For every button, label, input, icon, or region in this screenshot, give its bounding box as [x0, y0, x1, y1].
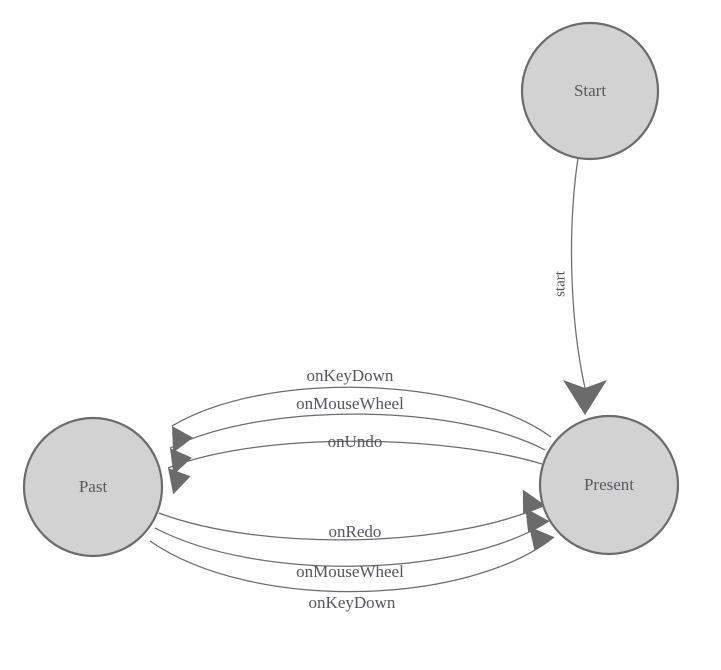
arrowhead-icon — [563, 380, 585, 415]
node-present[interactable]: Present — [538, 414, 680, 556]
arrowhead-icon — [529, 526, 554, 552]
arrowhead-icon — [170, 448, 192, 475]
edge-path — [167, 440, 543, 469]
edge-present-to-past-onmousewheel[interactable] — [161, 413, 546, 479]
edge-past-to-present-onredo[interactable] — [158, 484, 546, 541]
arrowhead-icon — [168, 468, 191, 495]
node-present-label: Present — [584, 475, 634, 494]
edge-label-onundo: onUndo — [328, 432, 383, 451]
edge-label-onmousewheel-lower: onMouseWheel — [296, 562, 404, 581]
arrowhead-icon — [172, 426, 193, 453]
edge-path — [154, 520, 550, 567]
edge-path — [149, 536, 555, 593]
edge-path — [169, 413, 546, 451]
edge-label-onmousewheel-upper: onMouseWheel — [296, 394, 404, 413]
arrowhead-icon — [525, 508, 549, 533]
node-past-circle — [22, 416, 164, 558]
edge-label-onkeydown-lower: onKeyDown — [309, 593, 396, 612]
edge-past-to-present-onkeydown[interactable] — [149, 518, 555, 593]
edge-present-to-past-onkeydown[interactable] — [161, 386, 552, 457]
edge-path — [158, 504, 546, 541]
node-start-label: Start — [574, 81, 606, 100]
node-start-circle — [520, 21, 660, 161]
edge-path — [570, 157, 586, 389]
edge-label-onredo: onRedo — [329, 522, 382, 541]
arrowhead-icon — [522, 489, 545, 515]
edge-start-to-present[interactable] — [563, 157, 607, 415]
edge-label-start: start — [552, 270, 568, 297]
edge-label-onkeydown-upper: onKeyDown — [307, 366, 394, 385]
edge-path — [171, 386, 552, 438]
node-past[interactable]: Past — [22, 416, 164, 558]
node-past-label: Past — [79, 477, 108, 496]
edge-present-to-past-onundo[interactable] — [160, 440, 543, 498]
node-start[interactable]: Start — [520, 21, 660, 161]
edge-past-to-present-onmousewheel[interactable] — [154, 501, 550, 567]
node-present-circle — [538, 414, 680, 556]
arrowhead-icon — [585, 380, 607, 415]
